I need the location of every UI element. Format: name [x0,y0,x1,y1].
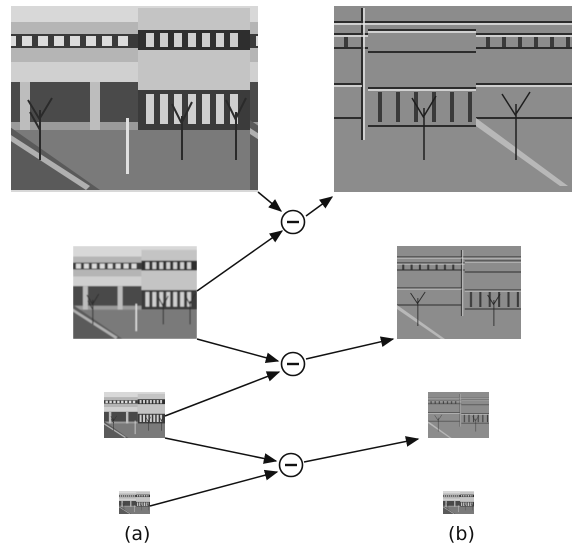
laplacian-pyramid-column [334,6,572,514]
subtract-operator-level-0 [280,209,306,235]
laplacian-level-3-image [443,491,474,514]
gaussian-level-2-image [104,392,165,438]
arrow-gaussian1-to-subtract0 [196,230,284,292]
arrow-subtract1-to-laplacian1 [305,336,395,360]
subtract-operator-level-2 [278,452,304,478]
gaussian-level-1-image [73,246,197,339]
laplacian-level-1-image [397,246,521,339]
caption-a: (a) [124,523,151,545]
arrow-gaussian2-to-subtract2 [164,437,278,464]
arrow-gaussian3-to-subtract2 [149,469,279,507]
arrow-subtract0-to-laplacian0 [305,196,334,217]
subtract-operator-level-1 [280,351,306,377]
gaussian-level-3-image [119,491,150,514]
gaussian-level-0-image [11,6,258,192]
gaussian-pyramid-column [11,6,258,514]
arrow-gaussian0-to-subtract0 [257,191,283,212]
arrow-subtract2-to-laplacian2 [303,436,420,463]
arrow-gaussian1-to-subtract1 [196,338,280,364]
laplacian-level-0-image [334,6,572,192]
caption-b: (b) [448,523,475,545]
laplacian-level-2-image [428,392,489,438]
arrow-gaussian2-to-subtract1 [164,371,281,417]
